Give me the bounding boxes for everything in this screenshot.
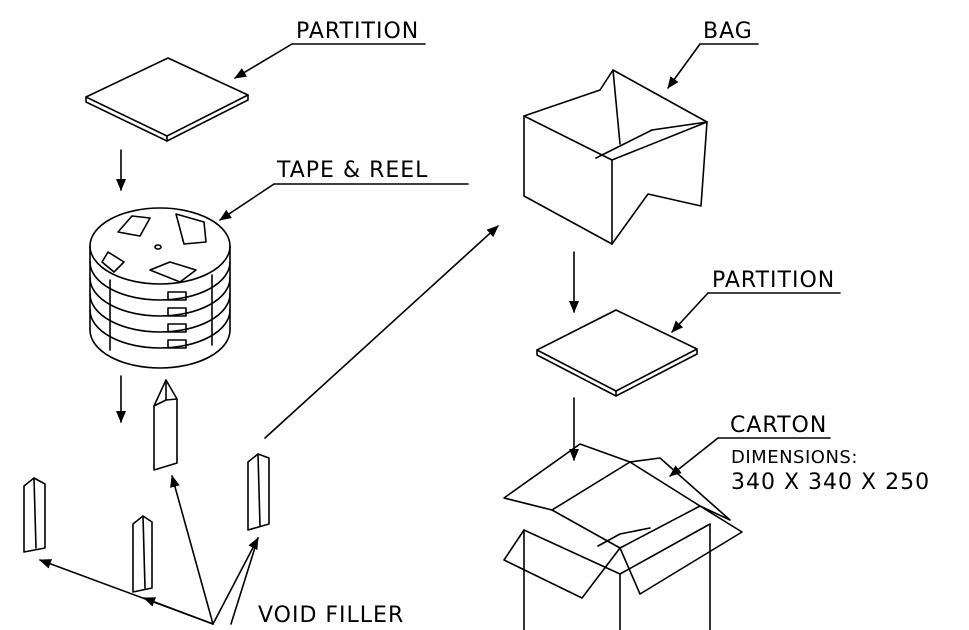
carton-label: CARTON xyxy=(730,413,827,438)
bag-box xyxy=(523,69,708,245)
void-filler-3 xyxy=(132,515,153,593)
partition-right-sheet xyxy=(536,309,698,397)
dimensions-title: DIMENSIONS: xyxy=(731,447,858,468)
bag-leader xyxy=(667,43,759,89)
partition-right-label: PARTITION xyxy=(712,268,835,293)
void-filler-4 xyxy=(247,453,270,531)
tape-reel-leader xyxy=(219,183,469,221)
partition-top-leader xyxy=(234,43,426,79)
void-filler-2 xyxy=(23,477,46,553)
bag-label: BAG xyxy=(703,19,753,44)
void-filler-leaders xyxy=(39,475,259,625)
carton-leader xyxy=(669,437,831,477)
tape-reel-stack xyxy=(89,207,231,369)
tape-reel-label: TAPE & REEL xyxy=(276,158,428,183)
dimensions-value: 340 X 340 X 250 xyxy=(731,470,930,495)
void-filler-label: VOID FILLER xyxy=(258,603,404,628)
arrow-to-bag xyxy=(264,225,499,439)
partition-right-leader xyxy=(671,292,841,333)
partition-top-sheet xyxy=(85,57,249,142)
void-filler-1 xyxy=(153,379,178,471)
carton-box xyxy=(503,443,743,630)
partition-top-label: PARTITION xyxy=(296,19,419,44)
